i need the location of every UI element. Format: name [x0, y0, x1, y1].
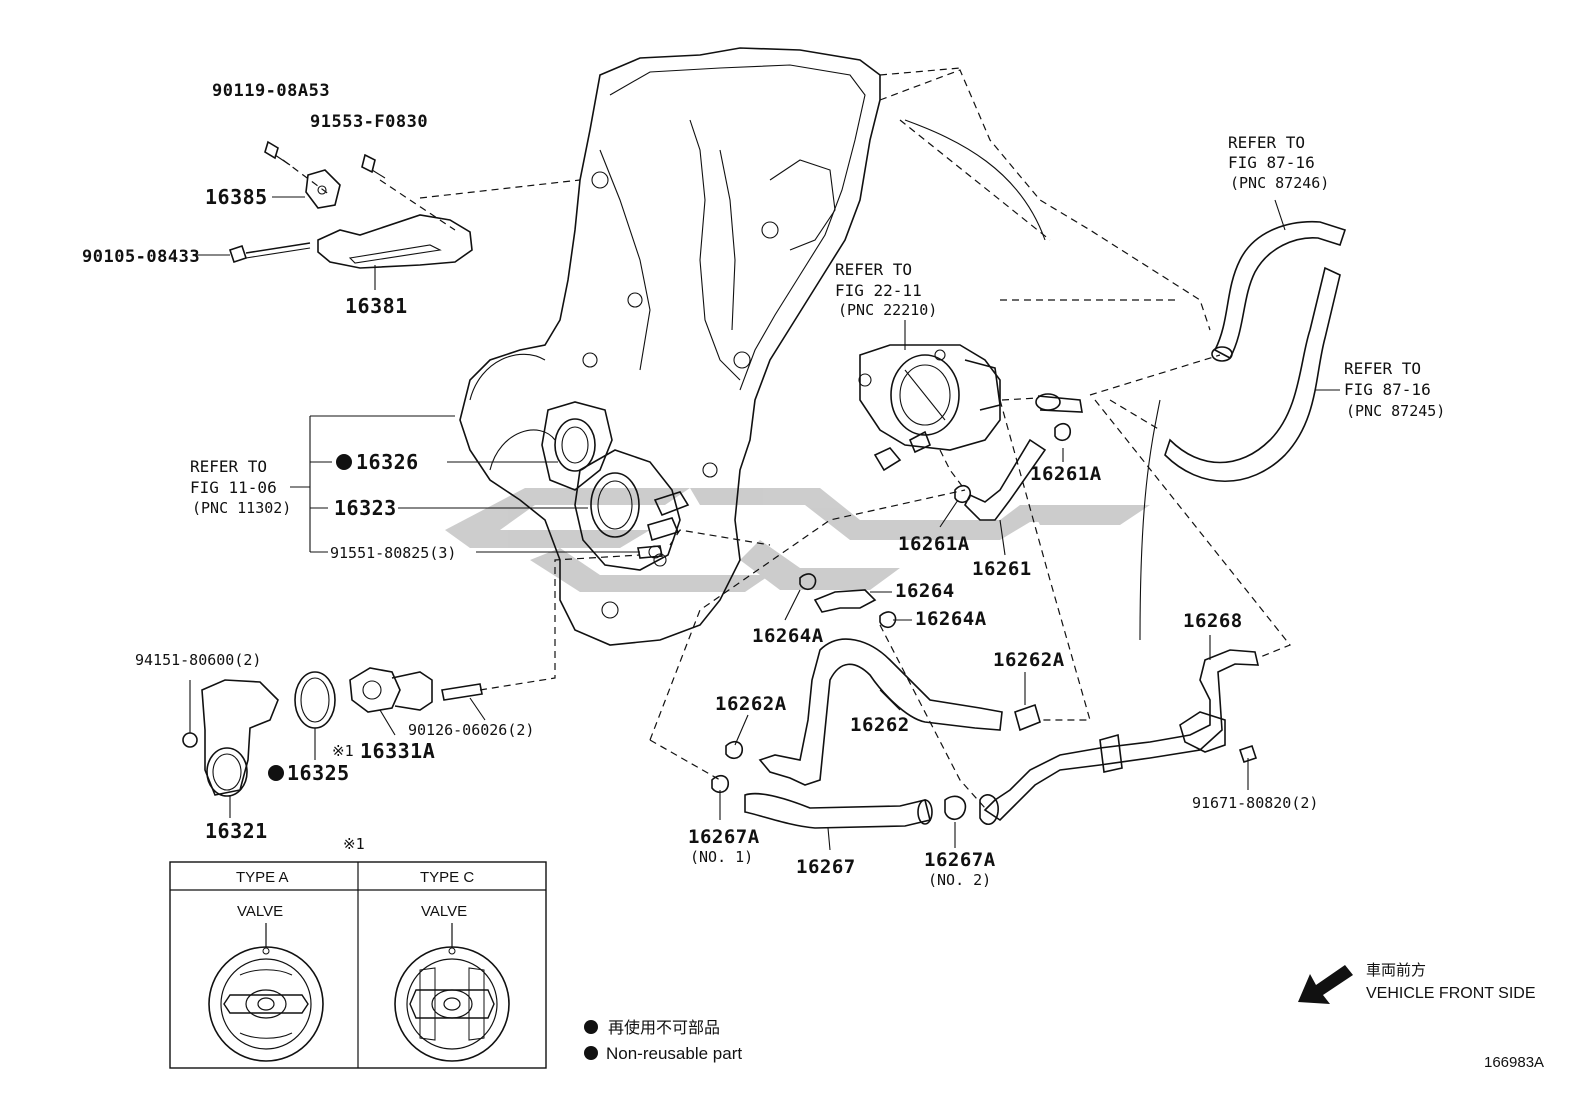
label-no2: (NO. 2)	[928, 871, 991, 889]
label-16261: 16261	[972, 558, 1032, 580]
part-labels: 90119-08A53 91553-F0830 16385 90105-0843…	[82, 81, 1445, 889]
ref2-line1: REFER TO	[835, 260, 912, 279]
label-16264a-right: 16264A	[915, 608, 987, 630]
label-16268: 16268	[1183, 610, 1243, 632]
legend-jp-text: 再使用不可部品	[608, 1019, 720, 1037]
label-91551-80825: 91551-80825(3)	[330, 544, 456, 562]
type-a-header: TYPE A	[236, 869, 289, 886]
ref3-line2: FIG 87-16	[1228, 153, 1315, 172]
connection-lines	[196, 159, 1340, 851]
ref4-line2: FIG 87-16	[1344, 380, 1431, 399]
label-91553-f0830: 91553-F0830	[310, 112, 428, 132]
label-16264a-left: 16264A	[752, 625, 824, 647]
label-90105-08433: 90105-08433	[82, 247, 200, 267]
label-16385: 16385	[205, 185, 268, 209]
ref4-line3: (PNC 87245)	[1346, 402, 1445, 420]
throttle-body	[858, 344, 1001, 472]
non-reusable-mark	[268, 765, 284, 781]
front-arrow-icon	[1298, 965, 1353, 1004]
label-16326: 16326	[356, 450, 419, 474]
legend-en-text: Non-reusable part	[606, 1044, 742, 1063]
label-no1: (NO. 1)	[690, 848, 753, 866]
label-16325: 16325	[287, 761, 350, 785]
label-16261a-upper: 16261A	[1030, 463, 1102, 485]
legend: 再使用不可部品 Non-reusable part	[584, 1019, 742, 1063]
label-94151-80600: 94151-80600(2)	[135, 651, 261, 669]
ref3-line3: (PNC 87246)	[1230, 174, 1329, 192]
label-16321: 16321	[205, 819, 268, 843]
label-91671-80820: 91671-80820(2)	[1192, 794, 1318, 812]
non-reusable-mark	[336, 454, 352, 470]
hoses	[711, 220, 1347, 829]
type-c-valve-label: VALVE	[421, 903, 467, 920]
thermostat-type-inset: ※1 TYPE A TYPE C VALVE VALVE	[169, 835, 547, 1069]
label-16267: 16267	[796, 856, 856, 878]
label-16267a-no1: 16267A	[688, 826, 760, 848]
figure-id: 166983A	[1484, 1054, 1544, 1071]
label-16323: 16323	[334, 496, 397, 520]
ref1-line1: REFER TO	[190, 457, 267, 476]
ref4-line1: REFER TO	[1344, 359, 1421, 378]
ref1-line2: FIG 11-06	[190, 478, 277, 497]
label-16261a-lower: 16261A	[898, 533, 970, 555]
label-16331a: 16331A	[360, 739, 435, 763]
type-c-thermostat-drawing	[394, 923, 510, 1062]
note-mark: ※1	[332, 742, 354, 760]
ref2-line3: (PNC 22210)	[838, 301, 937, 319]
label-16264: 16264	[895, 580, 955, 602]
label-90119-08a53: 90119-08A53	[212, 81, 330, 101]
watermark	[445, 488, 1150, 592]
front-jp-text: 車両前方	[1366, 962, 1426, 979]
legend-dot-jp	[584, 1020, 598, 1034]
label-16262: 16262	[850, 714, 910, 736]
type-a-valve-label: VALVE	[237, 903, 283, 920]
legend-dot-en	[584, 1046, 598, 1060]
vehicle-front-indicator: 車両前方 VEHICLE FRONT SIDE	[1298, 962, 1536, 1004]
thermostat-parts	[182, 667, 483, 797]
label-90126-06026: 90126-06026(2)	[408, 721, 534, 739]
inset-note-mark: ※1	[343, 835, 365, 853]
label-16262a-right: 16262A	[993, 649, 1065, 671]
timing-cover-outline	[459, 47, 1211, 646]
front-en-text: VEHICLE FRONT SIDE	[1366, 985, 1536, 1002]
ref1-line3: (PNC 11302)	[192, 499, 291, 517]
label-16267a-no2: 16267A	[924, 849, 996, 871]
ref2-line2: FIG 22-11	[835, 281, 922, 300]
label-16262a-left: 16262A	[715, 693, 787, 715]
label-16381: 16381	[345, 294, 408, 318]
ref3-line1: REFER TO	[1228, 133, 1305, 152]
type-a-thermostat-drawing	[208, 923, 324, 1062]
type-c-header: TYPE C	[420, 869, 474, 886]
bracket-assembly	[228, 140, 473, 269]
